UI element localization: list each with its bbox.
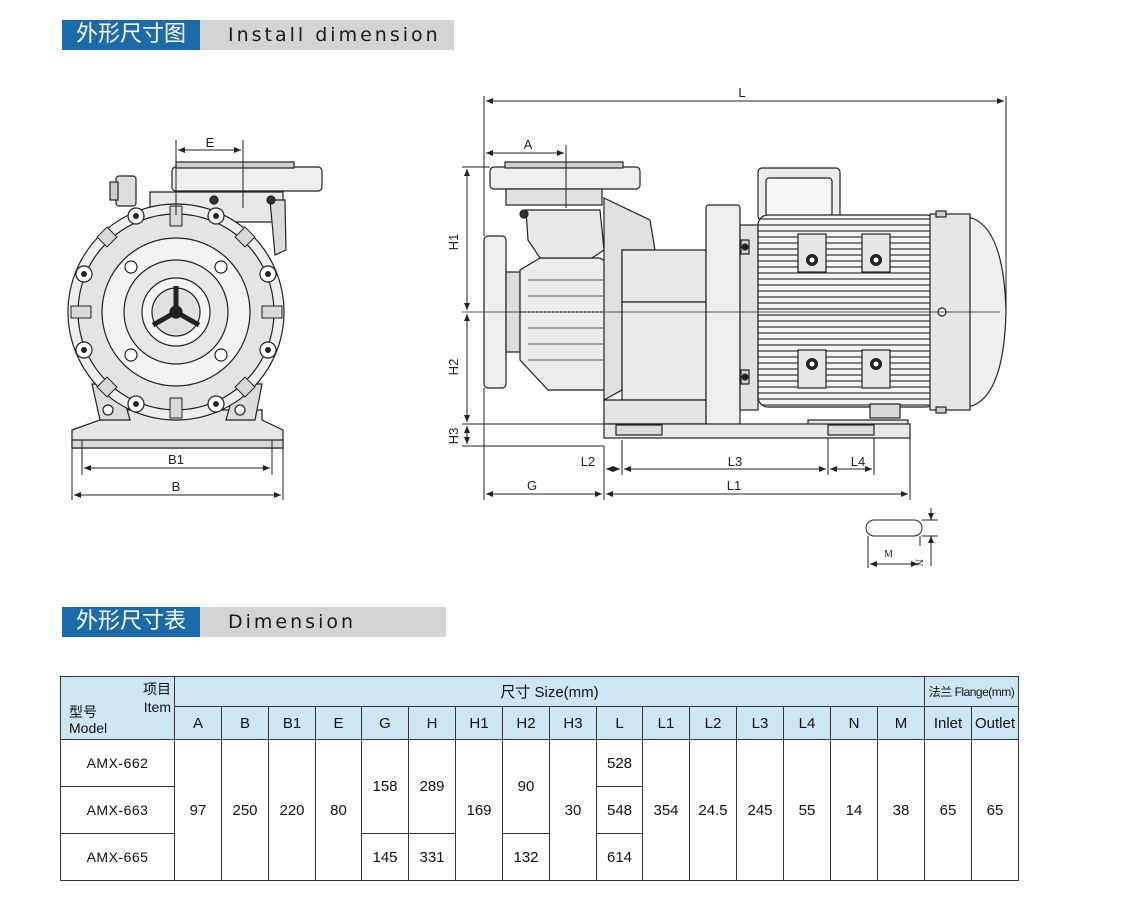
corner-model-en: Model: [69, 720, 108, 736]
model-cell: AMX-662: [60, 739, 175, 787]
pump-front-view: [67, 161, 323, 449]
foot-slot-detail: [865, 508, 938, 568]
model-cell: AMX-665: [60, 833, 175, 881]
cell-L: 528: [596, 739, 643, 787]
dim-label-L3: L3: [728, 454, 742, 469]
cell-L: 548: [596, 786, 643, 834]
dim-label-L: L: [738, 85, 745, 100]
dim-label-H1: H1: [446, 234, 461, 251]
col-header-A: A: [174, 706, 222, 740]
col-header-outlet: Outlet: [971, 706, 1019, 740]
table-row: AMX-663 548: [60, 786, 1019, 834]
dim-label-N: N: [913, 559, 924, 566]
dim-label-L4: L4: [851, 454, 865, 469]
model-cell: AMX-663: [60, 786, 175, 834]
col-header-H: H: [408, 706, 456, 740]
col-header-E: E: [315, 706, 362, 740]
cell-M: 38: [877, 739, 925, 881]
cell-E: 80: [315, 739, 362, 881]
cell-H3: 30: [549, 739, 597, 881]
dimension-table-header-cn: 外形尺寸表: [62, 607, 201, 637]
col-header-L: L: [596, 706, 643, 740]
cell-L: 614: [596, 833, 643, 881]
side-view-dimensions: [462, 96, 1007, 500]
cell-A: 97: [174, 739, 222, 881]
cell-outlet: 65: [971, 739, 1019, 881]
install-dimension-header-cn: 外形尺寸图: [62, 20, 201, 50]
cell-L2: 24.5: [689, 739, 737, 881]
col-header-H3: H3: [549, 706, 597, 740]
cell-H2: 132: [502, 833, 550, 881]
cell-inlet: 65: [924, 739, 972, 881]
flange-group-header: 法兰 Flange(mm): [924, 675, 1019, 708]
dimension-table-header: 外形尺寸表 Dimension: [62, 607, 447, 637]
install-dimension-header-en: Install dimension: [200, 20, 455, 50]
col-header-G: G: [361, 706, 409, 740]
dim-label-H2: H2: [446, 359, 461, 376]
col-header-B: B: [221, 706, 269, 740]
dim-label-M: M: [884, 549, 893, 560]
table-row: AMX-662 97 250 220 80 158 289 169 90 30 …: [60, 739, 1019, 881]
table-row: AMX-665 145 331 132 614: [60, 833, 1019, 881]
cell-H: 331: [408, 833, 456, 881]
col-header-L4: L4: [783, 706, 831, 740]
cell-H1: 169: [455, 739, 503, 881]
front-view-dimensions: [71, 140, 284, 500]
cell-L3: 245: [736, 739, 784, 881]
dim-label-L1: L1: [727, 478, 741, 493]
size-group-header: 尺寸 Size(mm): [174, 675, 925, 708]
dimension-table-header-en: Dimension: [200, 607, 447, 637]
cell-N: 14: [830, 739, 878, 881]
install-dimension-header: 外形尺寸图 Install dimension: [62, 20, 455, 50]
col-header-L3: L3: [736, 706, 784, 740]
col-header-B1: B1: [268, 706, 316, 740]
dim-label-E: E: [206, 135, 215, 150]
cell-G: 158: [361, 739, 409, 834]
pump-install-drawing: E B1 B: [67, 85, 1007, 568]
col-header-L1: L1: [642, 706, 690, 740]
col-header-N: N: [830, 706, 878, 740]
corner-item-cn: 项目: [143, 681, 171, 697]
corner-item-en: Item: [143, 699, 171, 715]
dim-label-B: B: [172, 479, 181, 494]
pump-side-view: [483, 161, 1007, 439]
col-header-M: M: [877, 706, 925, 740]
cell-G: 145: [361, 833, 409, 881]
corner-model-cn: 型号: [69, 704, 97, 720]
col-header-H2: H2: [502, 706, 550, 740]
dim-label-L2: L2: [581, 454, 595, 469]
col-header-H1: H1: [455, 706, 503, 740]
cell-B1: 220: [268, 739, 316, 881]
col-header-inlet: Inlet: [924, 706, 972, 740]
cell-H: 289: [408, 739, 456, 834]
dim-label-B1: B1: [168, 452, 184, 467]
cell-L1: 354: [642, 739, 690, 881]
cell-H2: 90: [502, 739, 550, 834]
cell-B: 250: [221, 739, 269, 881]
dim-label-H3: H3: [446, 428, 461, 445]
col-header-L2: L2: [689, 706, 737, 740]
cell-L4: 55: [783, 739, 831, 881]
dim-label-A: A: [524, 137, 533, 152]
dim-label-G: G: [527, 478, 537, 493]
